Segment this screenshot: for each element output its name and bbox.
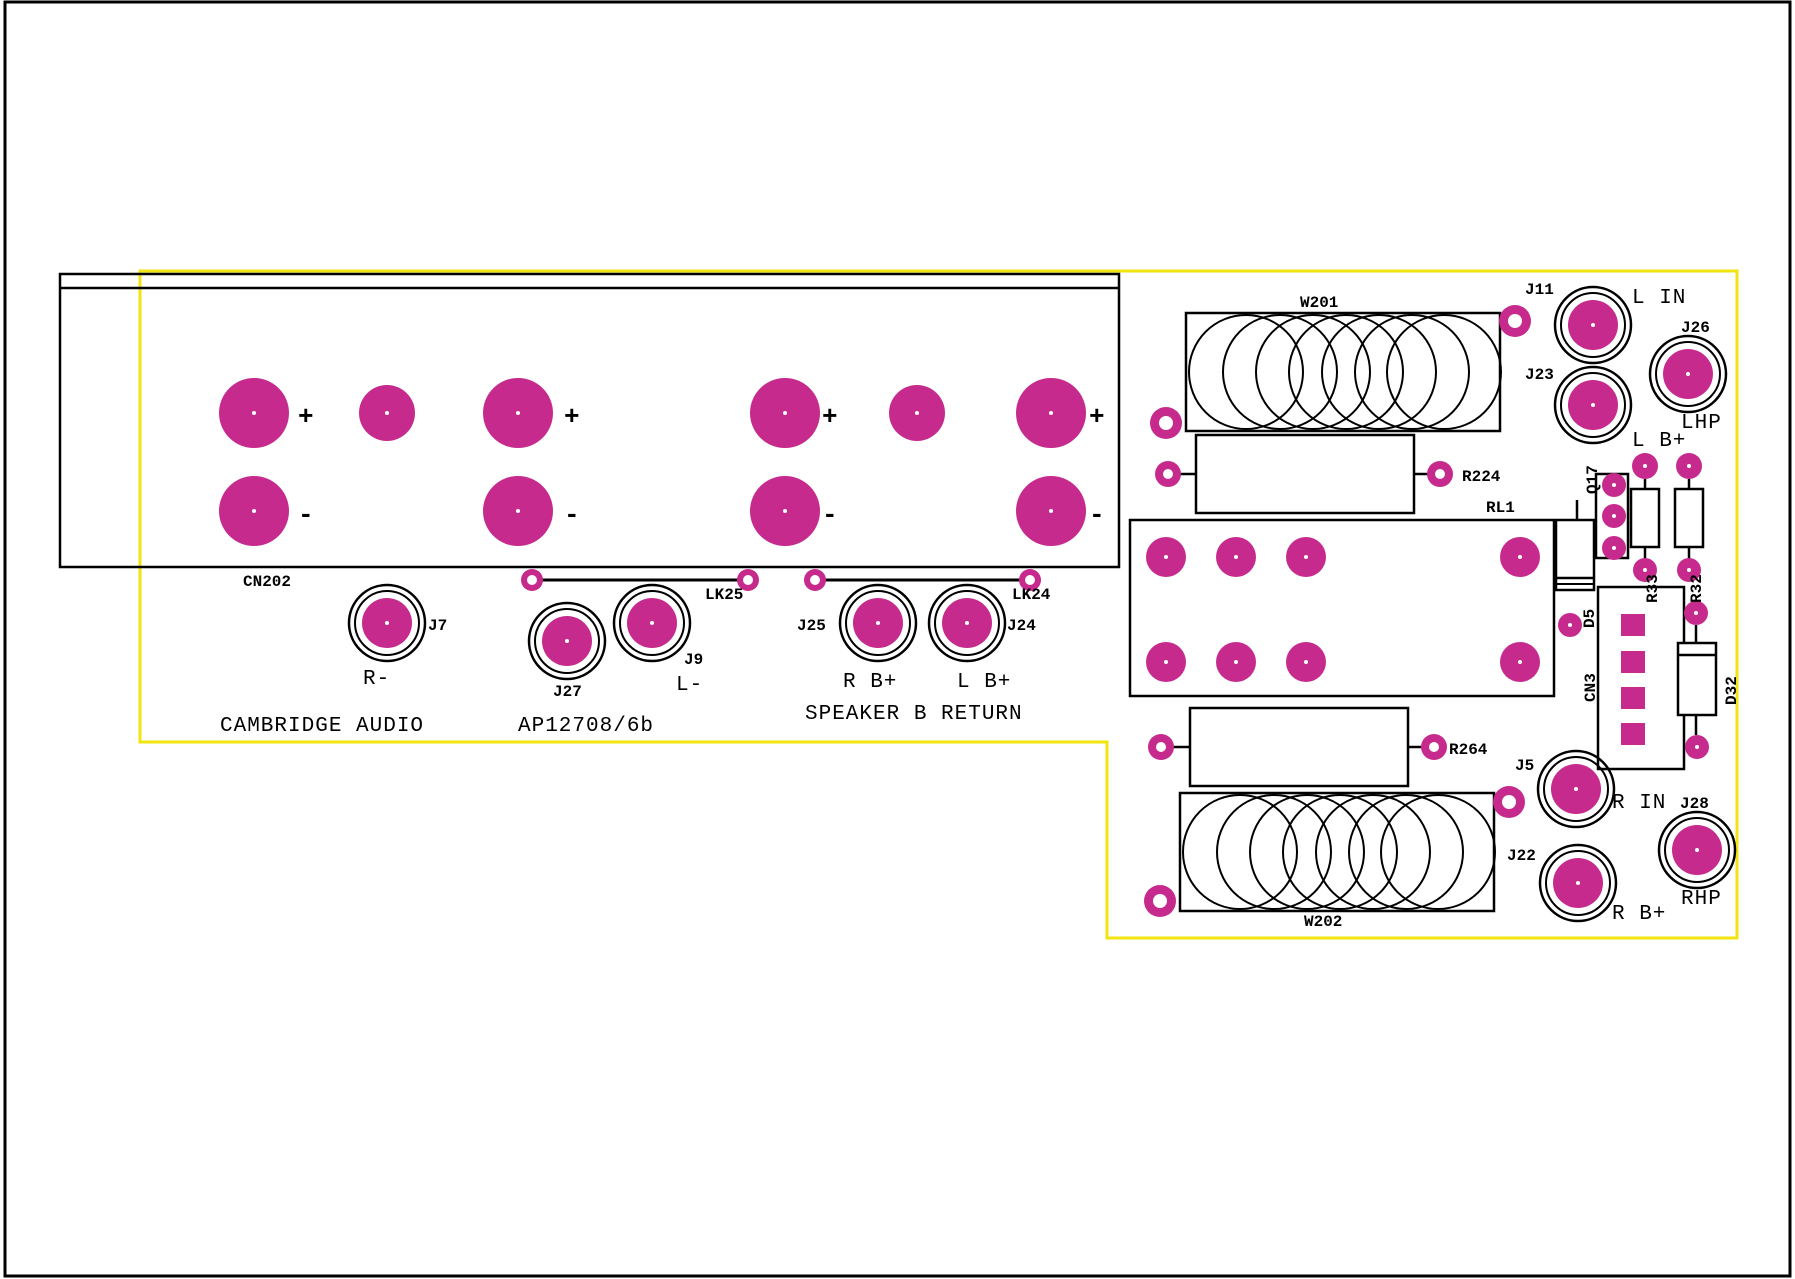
sign-minus-2: - (564, 500, 580, 530)
ref-rl1: RL1 (1486, 499, 1515, 517)
link-wires (521, 569, 1041, 591)
label-rhp: RHP (1681, 888, 1722, 911)
label-l-in: L IN (1632, 287, 1686, 310)
ref-r264: R264 (1449, 741, 1488, 759)
sign-plus-1: + (298, 402, 314, 432)
diode-d5 (1554, 500, 1596, 637)
maker-label: CAMBRIDGE AUDIO (220, 715, 424, 738)
ref-j9: J9 (684, 651, 703, 669)
pad-cn-8 (483, 476, 553, 546)
section-label: SPEAKER B RETURN (805, 703, 1023, 726)
connector-cn3 (1596, 585, 1686, 771)
ref-lk25: LK25 (705, 586, 743, 604)
sign-minus-3: - (822, 500, 838, 530)
pad-w201-b (1499, 305, 1531, 337)
label-r-bplus-right: R B+ (1612, 903, 1666, 926)
transistor-q17 (1594, 472, 1630, 560)
ref-r33: R33 (1644, 574, 1662, 603)
label-l-bplus-right: L B+ (1632, 430, 1686, 453)
pad-lk24-a (804, 569, 826, 591)
pad-cn-1 (219, 378, 289, 448)
pad-w201-a (1150, 407, 1182, 439)
ref-j24: J24 (1007, 617, 1036, 635)
jack-j7 (347, 583, 427, 663)
ref-j5: J5 (1515, 757, 1534, 775)
sign-minus-4: - (1089, 500, 1105, 530)
page-frame (3, 0, 1792, 1278)
jack-j11 (1553, 285, 1633, 365)
pad-cn-10 (1016, 476, 1086, 546)
ref-j22: J22 (1507, 847, 1536, 865)
ref-j26: J26 (1681, 319, 1710, 337)
ref-lk24: LK24 (1012, 586, 1051, 604)
jack-j28 (1657, 810, 1737, 890)
part-number-label: AP12708/6b (518, 715, 654, 738)
jack-j24 (927, 583, 1007, 663)
ref-j25: J25 (797, 617, 826, 635)
jack-j25 (838, 583, 918, 663)
ref-j27: J27 (553, 683, 582, 701)
ref-r32: R32 (1688, 574, 1706, 603)
ref-d32: D32 (1723, 676, 1741, 705)
pad-cn-2 (359, 385, 415, 441)
resistor-r224 (1155, 433, 1453, 515)
label-l-bplus: L B+ (957, 671, 1011, 694)
sign-plus-4: + (1089, 402, 1105, 432)
pad-w202-b (1493, 786, 1525, 818)
label-r-in: R IN (1612, 792, 1666, 815)
ref-w202: W202 (1304, 913, 1342, 931)
ref-r224: R224 (1462, 468, 1501, 486)
pad-w202-a (1144, 885, 1176, 917)
ref-cn202: CN202 (243, 573, 291, 591)
ref-w201: W201 (1300, 294, 1338, 312)
pad-cn-6 (1016, 378, 1086, 448)
label-lhp: LHP (1681, 412, 1722, 435)
ref-cn3: CN3 (1582, 673, 1600, 702)
pad-cn-5 (889, 385, 945, 441)
sign-plus-3: + (822, 402, 838, 432)
board-outline (138, 269, 1739, 940)
jack-j26 (1648, 334, 1728, 414)
jack-j27 (527, 601, 607, 681)
pad-cn-4 (750, 378, 820, 448)
jack-j23 (1553, 365, 1633, 445)
resistor-r264 (1148, 706, 1447, 788)
pad-lk24-b (1019, 569, 1041, 591)
ref-q17: Q17 (1584, 465, 1602, 494)
label-r-minus: R- (363, 668, 390, 691)
inductor-w202 (1178, 791, 1496, 913)
jack-j22 (1538, 843, 1618, 923)
pad-cn-3 (483, 378, 553, 448)
label-r-bplus: R B+ (843, 671, 897, 694)
terminal-pads (219, 378, 1086, 546)
ref-j7: J7 (428, 617, 447, 635)
ref-d5: D5 (1581, 609, 1599, 628)
resistor-r32 (1673, 453, 1705, 582)
pad-lk25-a (521, 569, 543, 591)
jack-j5 (1536, 749, 1616, 829)
pad-lk25-b (737, 569, 759, 591)
ref-j28: J28 (1680, 795, 1709, 813)
sign-minus-1: - (298, 500, 314, 530)
resistor-r33 (1629, 453, 1661, 582)
pad-cn-7 (219, 476, 289, 546)
diode-d32 (1676, 601, 1718, 759)
jack-j9 (612, 583, 692, 663)
inductor-pads (1144, 305, 1531, 917)
inductor-w201 (1184, 311, 1502, 433)
relay-rl1 (1128, 518, 1556, 698)
ref-j23: J23 (1525, 366, 1554, 384)
terminal-block (58, 272, 1121, 569)
sign-plus-2: + (564, 402, 580, 432)
pad-cn-9 (750, 476, 820, 546)
label-l-minus: L- (676, 674, 703, 697)
ref-j11: J11 (1525, 281, 1554, 299)
terminal-signs: + + + + - - - - (298, 402, 1105, 530)
